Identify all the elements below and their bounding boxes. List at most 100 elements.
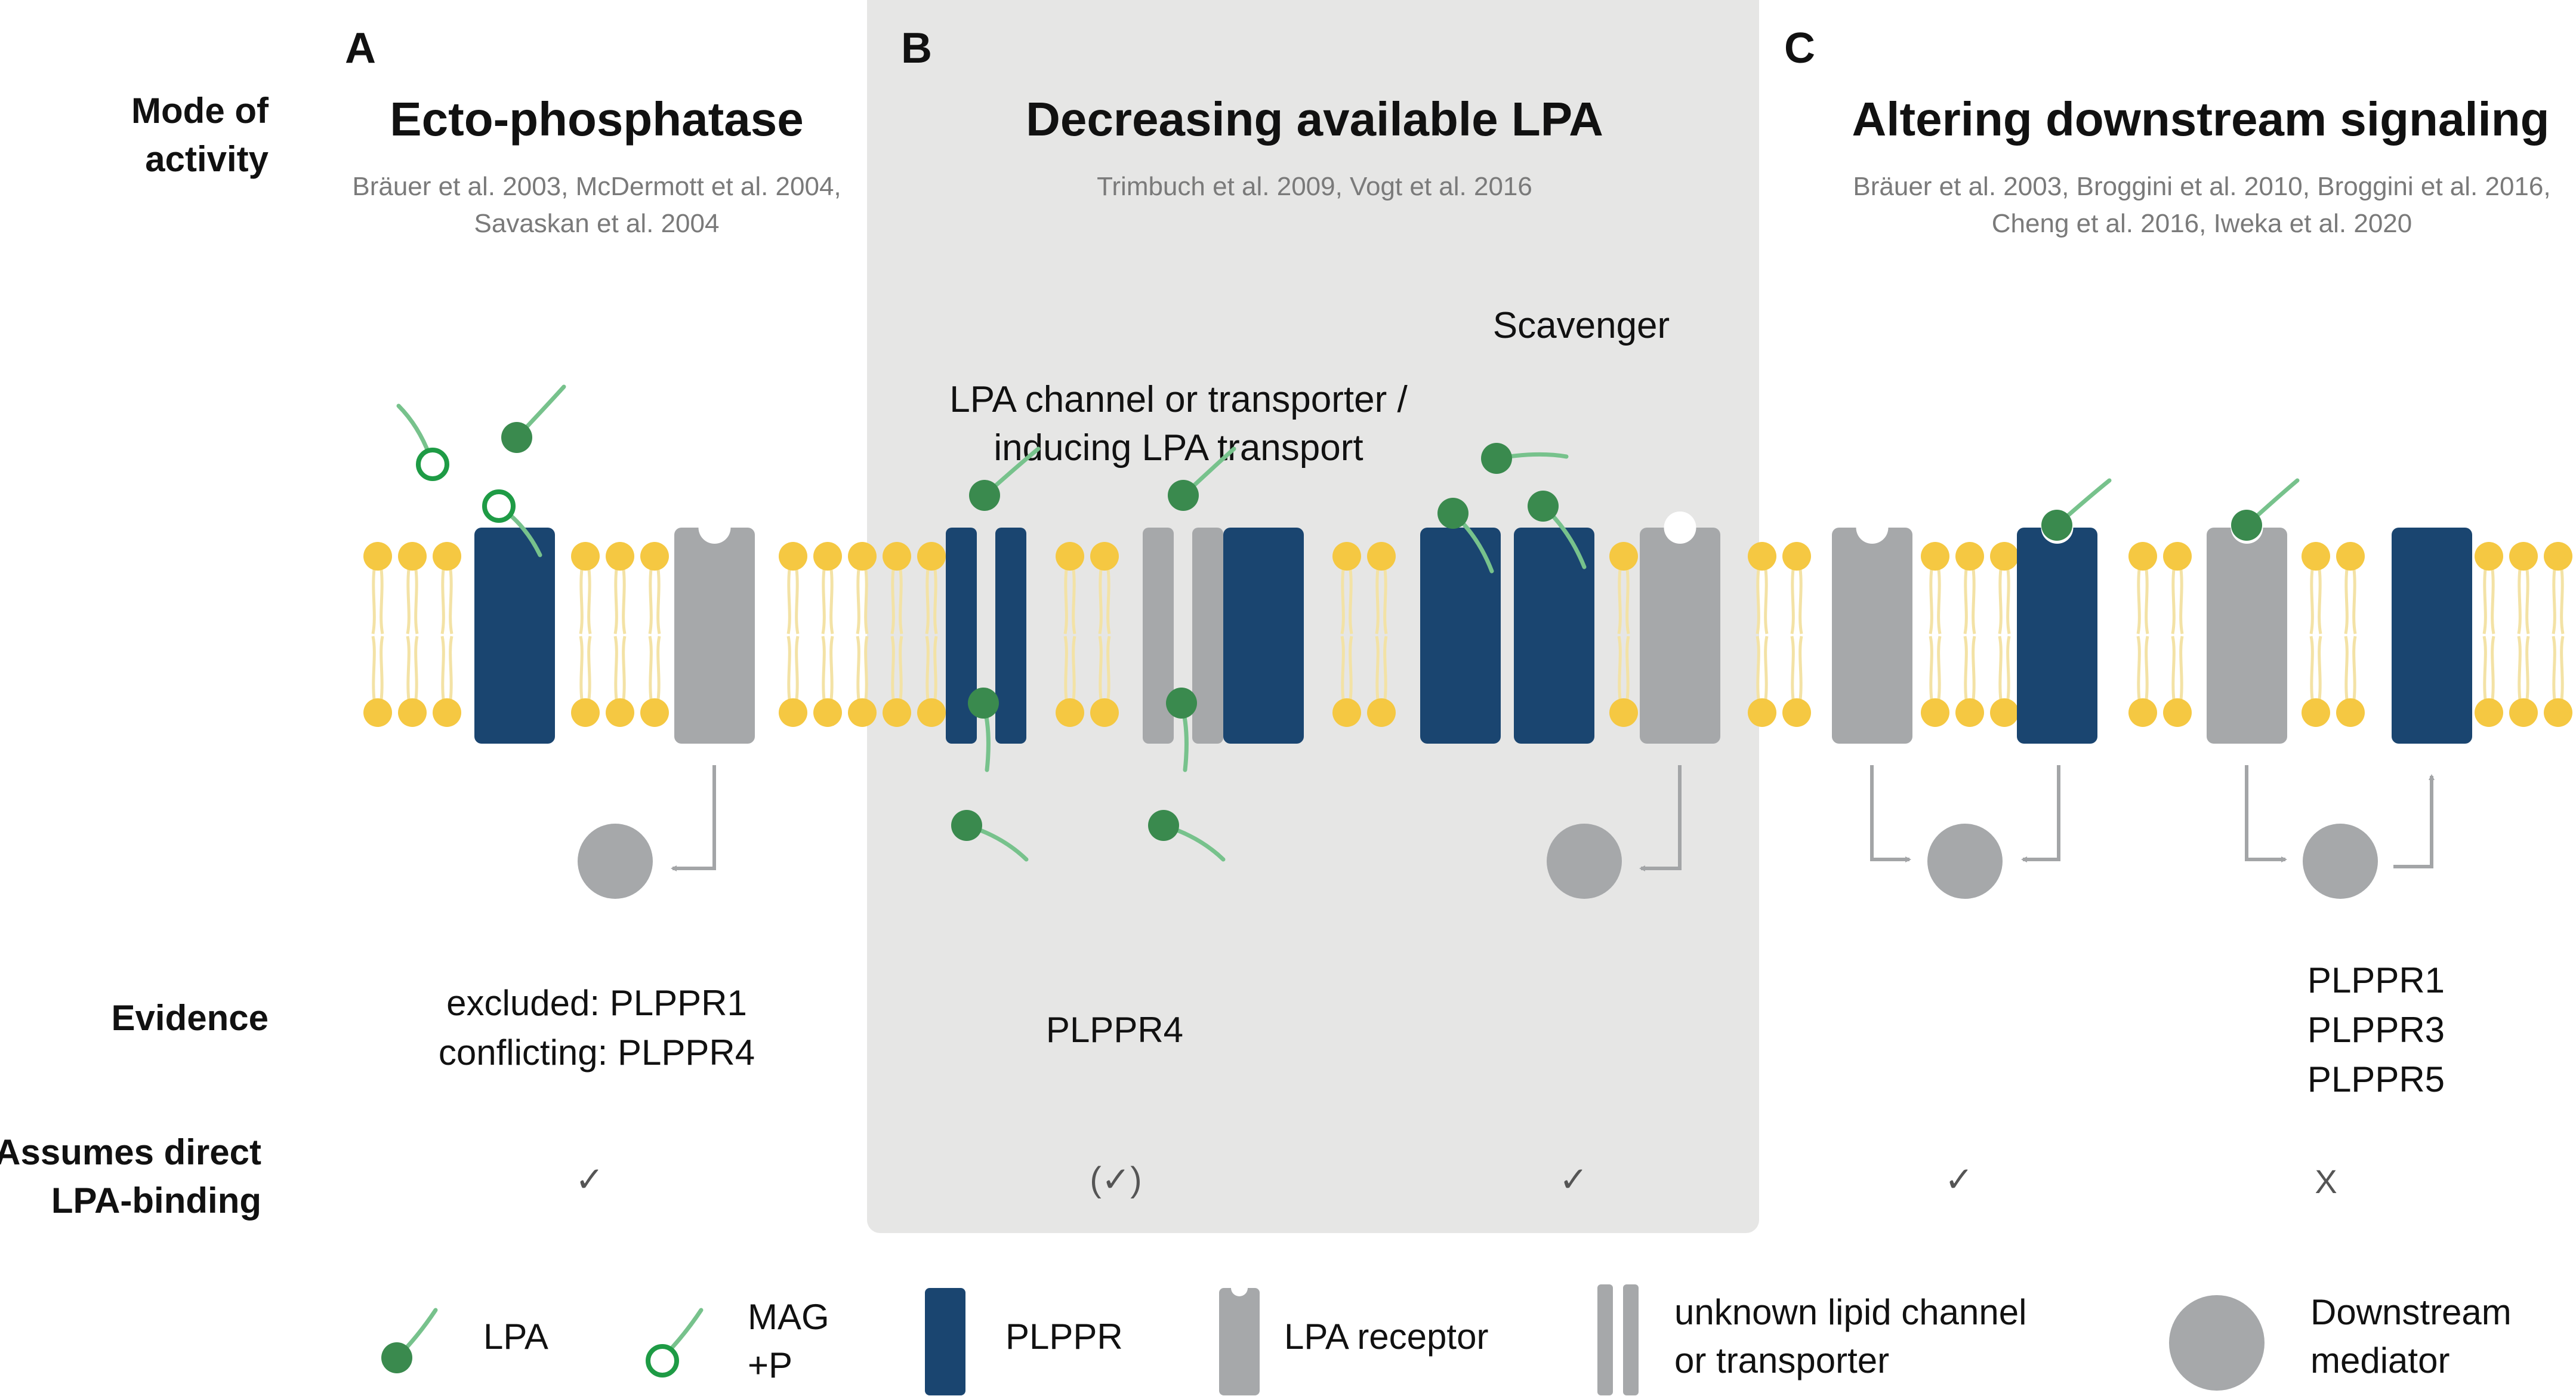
downstream-mediator xyxy=(578,824,653,899)
lipid-head xyxy=(2336,698,2365,727)
signal-arrow xyxy=(1870,765,1911,862)
lipid-tail xyxy=(2309,569,2314,634)
lipid-tail xyxy=(933,636,938,700)
panel-a-title: Ecto-phosphatase xyxy=(390,93,804,146)
lipid-tail xyxy=(2145,636,2149,700)
lipid-tail xyxy=(371,569,376,634)
lipid-head xyxy=(1955,698,1984,727)
legend-receptor-pocket xyxy=(1231,1280,1248,1296)
legend-lpa-icon xyxy=(381,1342,412,1373)
signal-arrow xyxy=(2245,765,2287,862)
lipid-tail xyxy=(864,569,869,634)
lipid-tail xyxy=(1349,569,1353,634)
legend-mag-icon xyxy=(646,1344,679,1377)
lipid-head xyxy=(1367,698,1396,727)
legend-icons xyxy=(381,1280,2265,1395)
lipid-tail xyxy=(579,636,584,700)
signal-arrow xyxy=(2021,765,2060,862)
lipid-tail xyxy=(1072,636,1076,700)
lipid-tail xyxy=(786,569,791,634)
channel-half xyxy=(1192,528,1223,744)
lipid-head xyxy=(1609,542,1638,571)
signal-arrow xyxy=(671,765,716,871)
lipid-tail xyxy=(587,636,592,700)
lipid-tail xyxy=(933,569,938,634)
lipid-tail xyxy=(2318,636,2322,700)
lipid-tail xyxy=(2179,569,2184,634)
panel-c-binding-right: X xyxy=(2315,1163,2337,1200)
lipid-head xyxy=(1367,542,1396,571)
lipid-tail xyxy=(925,636,930,700)
lipid-head xyxy=(848,698,877,727)
legend-receptor-label: LPA receptor xyxy=(1284,1317,1489,1357)
lipid-tail xyxy=(1998,569,2003,634)
lipid-head xyxy=(1332,698,1361,727)
lipid-head xyxy=(1748,698,1776,727)
lipid-tail xyxy=(2006,569,2011,634)
legend-channel-half xyxy=(1623,1284,1639,1395)
lipid-tail xyxy=(613,636,618,700)
panel-b-title: Decreasing available LPA xyxy=(1026,93,1603,146)
lipid-head xyxy=(571,542,600,571)
lipid-head xyxy=(1782,698,1811,727)
lipid-head xyxy=(1748,542,1776,571)
lipid-head xyxy=(1782,542,1811,571)
lipid-tail xyxy=(1383,636,1388,700)
lipid-tail xyxy=(1764,569,1769,634)
mag-head xyxy=(416,448,449,481)
lipid-tail xyxy=(2344,569,2349,634)
lpa-head xyxy=(1148,810,1179,841)
legend-lpa-label: LPA xyxy=(483,1317,548,1357)
lipid-tail xyxy=(1798,569,1803,634)
lipid-head xyxy=(2475,698,2503,727)
lipid-tail xyxy=(2171,636,2176,700)
lipid-head xyxy=(571,698,600,727)
lipid-head xyxy=(883,698,911,727)
lipid-tail xyxy=(2318,569,2322,634)
lipid-tail xyxy=(2517,569,2522,634)
lipid-head xyxy=(917,698,946,727)
panel-c-binding-left: ✓ xyxy=(1944,1160,1974,1199)
lipid-tail xyxy=(1617,636,1622,700)
legend-channel-half xyxy=(1597,1284,1613,1395)
lipid-tail xyxy=(414,636,419,700)
lipid-tail xyxy=(829,569,834,634)
lipid-tail xyxy=(1106,636,1111,700)
lipid-head xyxy=(433,698,461,727)
lipid-head xyxy=(1990,542,2019,571)
legend-receptor-icon xyxy=(1219,1288,1260,1395)
lipid-head xyxy=(779,698,807,727)
binding-pocket xyxy=(698,511,731,544)
legend-mediator-label: Downstream mediator xyxy=(2310,1292,2512,1380)
panel-b-binding-channel: (✓) xyxy=(1090,1160,1142,1199)
lipid-tail xyxy=(1929,569,1933,634)
row-label-evidence: Evidence xyxy=(111,998,269,1038)
lipid-head xyxy=(2163,542,2192,571)
lipid-tail xyxy=(2552,636,2556,700)
lipid-tail xyxy=(1764,636,1769,700)
lipid-head xyxy=(2336,542,2365,571)
lipid-tail xyxy=(795,636,800,700)
panel-c-citation: Bräuer et al. 2003, Broggini et al. 2010… xyxy=(1853,172,2551,238)
lipid-bilayer xyxy=(363,542,2572,727)
lipid-tail xyxy=(613,569,618,634)
lpa-head xyxy=(501,422,532,453)
lpa-head xyxy=(1437,498,1469,529)
lipid-tail xyxy=(2525,569,2530,634)
lipid-tail xyxy=(795,569,800,634)
channel-half xyxy=(995,528,1026,744)
lipid-tail xyxy=(1098,569,1103,634)
lipid-tail xyxy=(1375,569,1380,634)
lipid-tail xyxy=(1375,636,1380,700)
lipid-tail xyxy=(2006,636,2011,700)
lipid-tail xyxy=(406,569,411,634)
lipid-head xyxy=(2544,698,2572,727)
downstream-mediator xyxy=(1927,824,2003,899)
legend-plppr-label: PLPPR xyxy=(1005,1317,1123,1357)
channel-half xyxy=(946,528,977,744)
panel-letter-a: A xyxy=(345,24,376,72)
panel-b-citation: Trimbuch et al. 2009, Vogt et al. 2016 xyxy=(1097,172,1532,201)
lipid-head xyxy=(848,542,877,571)
lipid-tail xyxy=(1625,569,1630,634)
lipid-head xyxy=(1955,542,1984,571)
